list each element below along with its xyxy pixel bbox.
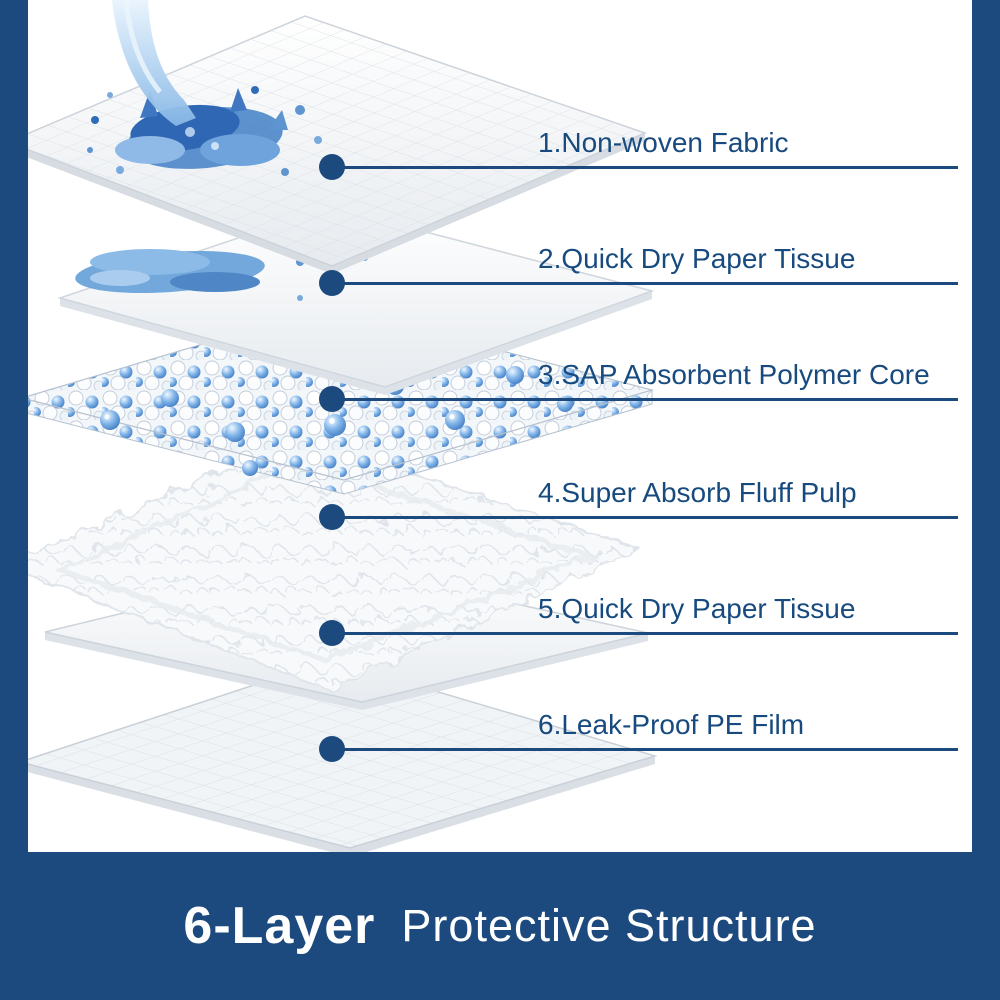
callout-layer-6: 6.Leak-Proof PE Film — [319, 708, 958, 762]
callout-dot — [319, 620, 345, 646]
callout-layer-4: 4.Super Absorb Fluff Pulp — [319, 476, 958, 530]
callout-layer-5: 5.Quick Dry Paper Tissue — [319, 592, 958, 646]
water-puddle — [75, 238, 368, 301]
footer-banner: 6-Layer Protective Structure — [0, 852, 1000, 1000]
callout-label: 5.Quick Dry Paper Tissue — [538, 593, 856, 624]
layer-1-nonwoven-fabric — [5, 0, 648, 274]
layer-4-fluff-pulp — [2, 435, 641, 692]
water-stream — [112, 0, 196, 126]
layer-2-paper-tissue — [57, 206, 655, 395]
callout-dot — [319, 736, 345, 762]
callout-dot — [319, 270, 345, 296]
callout-label: 3.SAP Absorbent Polymer Core — [538, 359, 930, 390]
water-splash — [87, 86, 333, 176]
right-border-bar — [972, 0, 1000, 852]
callout-label: 2.Quick Dry Paper Tissue — [538, 243, 856, 274]
footer-title-bold: 6-Layer — [183, 897, 376, 955]
callout-label: 1.Non-woven Fabric — [538, 127, 789, 158]
callout-dot — [319, 154, 345, 180]
callout-label: 6.Leak-Proof PE Film — [538, 709, 805, 740]
callout-dot — [319, 386, 345, 412]
callout-layer-3: 3.SAP Absorbent Polymer Core — [319, 358, 958, 412]
left-border-bar — [0, 0, 28, 852]
callout-label: 4.Super Absorb Fluff Pulp — [538, 477, 857, 508]
callout-layer-1: 1.Non-woven Fabric — [319, 126, 958, 180]
footer-title-rest: Protective Structure — [401, 900, 817, 951]
callout-dot — [319, 504, 345, 530]
callout-layer-2: 2.Quick Dry Paper Tissue — [319, 242, 958, 296]
